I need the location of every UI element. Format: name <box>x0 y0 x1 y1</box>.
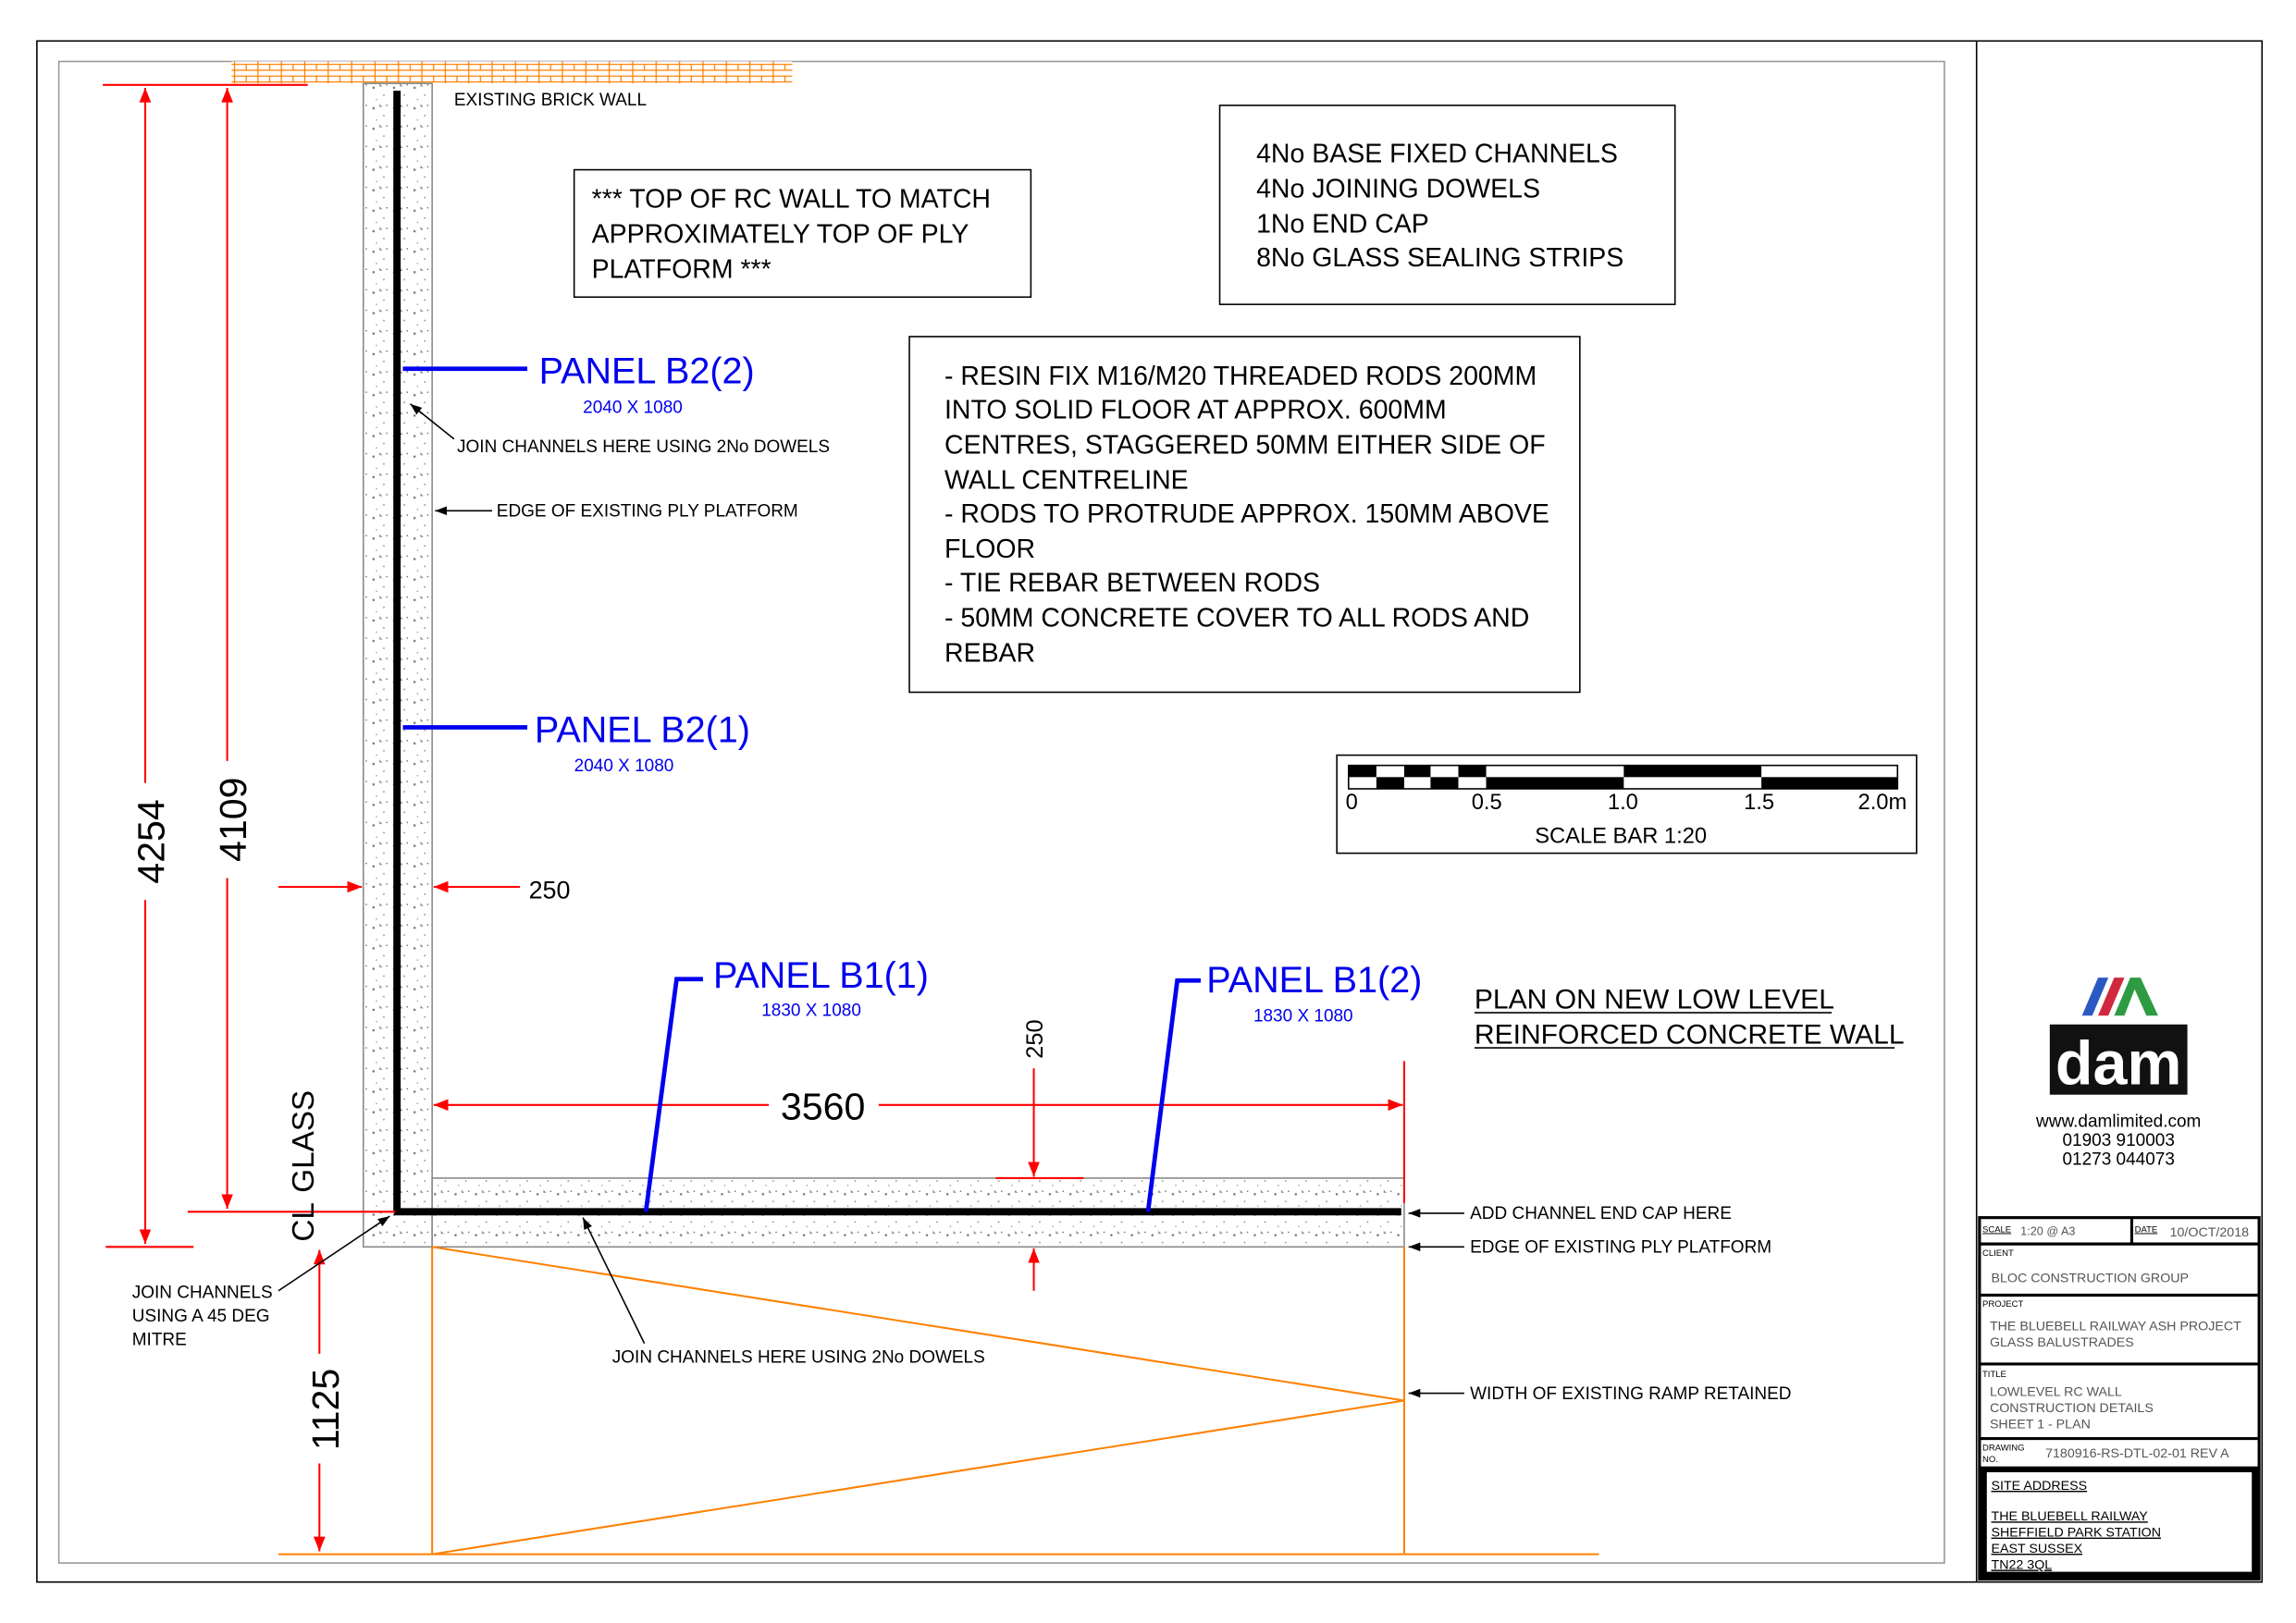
svg-text:7180916-RS-DTL-02-01 REV A: 7180916-RS-DTL-02-01 REV A <box>2045 1446 2229 1461</box>
svg-text:BLOC CONSTRUCTION GROUP: BLOC CONSTRUCTION GROUP <box>1992 1271 2190 1285</box>
method-notes: - RESIN FIX M16/M20 THREADED RODS 200MM I… <box>944 362 1549 668</box>
svg-text:PANEL B2(2): PANEL B2(2) <box>539 351 755 392</box>
end-cap-label: ADD CHANNEL END CAP HERE <box>1470 1204 1732 1223</box>
svg-text:DRAWING: DRAWING <box>1982 1443 2025 1453</box>
brick-wall <box>231 61 793 84</box>
svg-text:4No JOINING DOWELS: 4No JOINING DOWELS <box>1256 175 1540 204</box>
svg-text:PLAN ON NEW LOW LEVEL: PLAN ON NEW LOW LEVEL <box>1475 984 1834 1014</box>
svg-text:*** TOP OF RC WALL TO MATCH: *** TOP OF RC WALL TO MATCH <box>592 185 991 215</box>
svg-text:- TIE REBAR BETWEEN RODS: - TIE REBAR BETWEEN RODS <box>944 568 1320 597</box>
svg-text:SHEFFIELD PARK STATION: SHEFFIELD PARK STATION <box>1992 1526 2162 1541</box>
join-dowels-horizontal-label: JOIN CHANNELS HERE USING 2No DOWELS <box>612 1347 985 1367</box>
svg-text:1.0: 1.0 <box>1608 791 1638 815</box>
svg-text:DATE: DATE <box>2135 1224 2158 1235</box>
svg-text:8No GLASS SEALING STRIPS: 8No GLASS SEALING STRIPS <box>1256 243 1623 273</box>
panel-b2-1: PANEL B2(1) 2040 X 1080 <box>402 709 750 776</box>
scale-bar <box>1348 764 1899 790</box>
materials-list: 4No BASE FIXED CHANNELS 4No JOINING DOWEL… <box>1256 140 1623 273</box>
existing-ramp <box>278 1246 1599 1555</box>
glass-label: GLASS <box>287 1090 321 1193</box>
svg-text:0.5: 0.5 <box>1472 791 1502 815</box>
join-dowels-vertical-label: JOIN CHANNELS HERE USING 2No DOWELS <box>457 437 830 457</box>
svg-text:GLASS BALUSTRADES: GLASS BALUSTRADES <box>1990 1335 2134 1350</box>
svg-text:REINFORCED CONCRETE WALL: REINFORCED CONCRETE WALL <box>1475 1019 1905 1050</box>
svg-text:- RESIN FIX M16/M20 THREADED R: - RESIN FIX M16/M20 THREADED RODS 200MM <box>944 362 1537 391</box>
scale-bar-caption: SCALE BAR 1:20 <box>1535 825 1707 849</box>
dim-4254: 4254 <box>130 799 173 884</box>
dim-4109: 4109 <box>212 777 254 862</box>
svg-text:TITLE: TITLE <box>1982 1370 2006 1380</box>
materials-box <box>1218 105 1676 305</box>
svg-text:- RODS TO PROTRUDE APPROX. 150: - RODS TO PROTRUDE APPROX. 150MM ABOVE <box>944 499 1549 529</box>
panel-b1-2: PANEL B1(2) 1830 X 1080 <box>1145 960 1422 1212</box>
svg-text:CENTRES, STAGGERED 50MM EITHER: CENTRES, STAGGERED 50MM EITHER SIDE OF <box>944 431 1546 461</box>
dim-250-h: 250 <box>529 877 571 904</box>
svg-text:FLOOR: FLOOR <box>944 535 1035 564</box>
svg-text:REBAR: REBAR <box>944 638 1035 668</box>
dimensions <box>103 83 1405 1552</box>
svg-text:PROJECT: PROJECT <box>1982 1299 2023 1309</box>
method-box <box>908 336 1581 694</box>
svg-text:MITRE: MITRE <box>132 1330 187 1349</box>
panel-b2-2: PANEL B2(2) 2040 X 1080 <box>402 351 755 417</box>
svg-text:SHEET 1 - PLAN: SHEET 1 - PLAN <box>1990 1418 2091 1432</box>
svg-text:1:20 @ A3: 1:20 @ A3 <box>2020 1225 2075 1238</box>
top-of-wall-note-box <box>573 168 1032 299</box>
svg-text:2.0m: 2.0m <box>1858 791 1907 815</box>
scale-bar-box <box>1336 754 1918 855</box>
mitre-label: JOIN CHANNELS USING A 45 DEG MITRE <box>132 1284 273 1350</box>
svg-text:4No BASE FIXED CHANNELS: 4No BASE FIXED CHANNELS <box>1256 140 1618 169</box>
svg-text:CONSTRUCTION DETAILS: CONSTRUCTION DETAILS <box>1990 1401 2154 1416</box>
svg-text:JOIN CHANNELS: JOIN CHANNELS <box>132 1284 273 1303</box>
dim-1125: 1125 <box>304 1369 347 1450</box>
edge-ply-horizontal-label: EDGE OF EXISTING PLY PLATFORM <box>1470 1238 1771 1258</box>
svg-text:PANEL B1(2): PANEL B1(2) <box>1206 960 1422 1001</box>
svg-text:dam: dam <box>2055 1030 2182 1099</box>
svg-text:CLIENT: CLIENT <box>1982 1248 2014 1259</box>
svg-text:- 50MM CONCRETE COVER TO ALL R: - 50MM CONCRETE COVER TO ALL RODS AND <box>944 603 1529 633</box>
svg-text:0: 0 <box>1346 791 1358 815</box>
ramp-label: WIDTH OF EXISTING RAMP RETAINED <box>1470 1384 1791 1404</box>
svg-text:PLATFORM ***: PLATFORM *** <box>592 255 772 285</box>
edge-ply-vertical-label: EDGE OF EXISTING PLY PLATFORM <box>497 502 798 522</box>
scale-bar-ticks: 0 0.5 1.0 1.5 2.0m <box>1346 791 1907 815</box>
svg-text:www.damlimited.com: www.damlimited.com <box>2035 1113 2201 1132</box>
svg-text:1.5: 1.5 <box>1744 791 1774 815</box>
svg-text:PANEL B2(1): PANEL B2(1) <box>535 709 750 750</box>
panel-b1-1: PANEL B1(1) 1830 X 1080 <box>643 955 929 1212</box>
centreline-label: CL <box>287 1202 321 1241</box>
top-of-wall-note: *** TOP OF RC WALL TO MATCH APPROXIMATELY… <box>592 185 991 285</box>
svg-text:WALL CENTRELINE: WALL CENTRELINE <box>944 466 1189 496</box>
svg-text:APPROXIMATELY TOP OF PLY: APPROXIMATELY TOP OF PLY <box>592 220 969 250</box>
svg-text:TN22 3QL: TN22 3QL <box>1992 1557 2053 1572</box>
title-block: SCALE 1:20 @ A3 DATE 10/OCT/2018 CLIENT … <box>1978 1216 2261 1581</box>
svg-text:USING A 45 DEG: USING A 45 DEG <box>132 1307 270 1326</box>
svg-text:THE BLUEBELL RAILWAY: THE BLUEBELL RAILWAY <box>1992 1509 2149 1524</box>
svg-text:SCALE: SCALE <box>1982 1224 2011 1235</box>
dim-3560: 3560 <box>781 1086 866 1128</box>
svg-text:EAST SUSSEX: EAST SUSSEX <box>1992 1542 2083 1556</box>
svg-text:10/OCT/2018: 10/OCT/2018 <box>2170 1225 2250 1240</box>
plan-title: PLAN ON NEW LOW LEVEL REINFORCED CONCRET… <box>1474 984 1905 1050</box>
svg-text:2040 X 1080: 2040 X 1080 <box>574 756 674 776</box>
svg-text:1830 X 1080: 1830 X 1080 <box>1253 1007 1353 1027</box>
svg-text:LOWLEVEL RC WALL: LOWLEVEL RC WALL <box>1990 1385 2122 1400</box>
sheet-border <box>36 40 2264 1583</box>
dim-250-v: 250 <box>1022 1019 1048 1058</box>
svg-text:SITE ADDRESS: SITE ADDRESS <box>1992 1479 2088 1494</box>
svg-text:INTO SOLID FLOOR AT APPROX. 60: INTO SOLID FLOOR AT APPROX. 600MM <box>944 396 1447 425</box>
svg-text:01903 910003: 01903 910003 <box>2062 1131 2174 1150</box>
svg-text:1No END CAP: 1No END CAP <box>1256 210 1429 240</box>
dam-logo: dam <box>2049 977 2188 1099</box>
drawing-frame <box>57 60 1945 1564</box>
svg-text:THE BLUEBELL RAILWAY ASH PROJE: THE BLUEBELL RAILWAY ASH PROJECT <box>1990 1319 2241 1334</box>
svg-text:NO.: NO. <box>1982 1455 1998 1465</box>
svg-text:1830 X 1080: 1830 X 1080 <box>761 1001 861 1020</box>
svg-text:2040 X 1080: 2040 X 1080 <box>583 398 683 417</box>
svg-text:PANEL B1(1): PANEL B1(1) <box>713 955 929 996</box>
svg-text:01273 044073: 01273 044073 <box>2062 1150 2174 1170</box>
existing-brick-wall-label: EXISTING BRICK WALL <box>454 91 647 110</box>
